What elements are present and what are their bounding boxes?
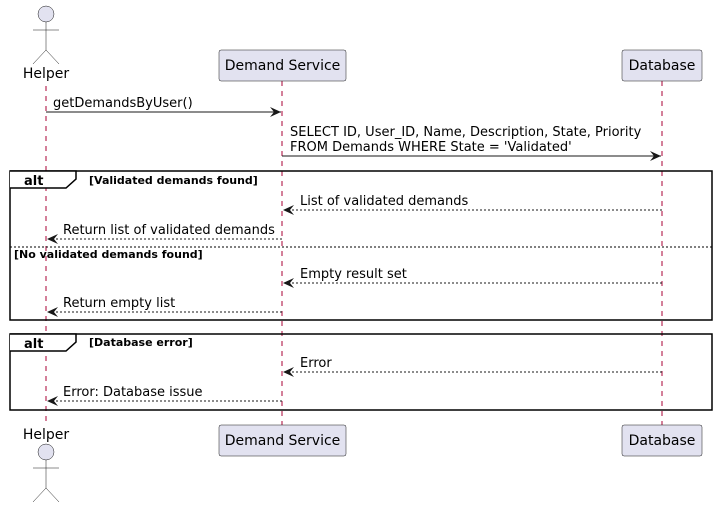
actor-head-icon [37,443,55,461]
database-label-top: Database [629,58,696,74]
message-list-validated-label: List of validated demands [300,194,468,209]
alt-keyword: alt [24,174,43,189]
demand-service-box-bottom: Demand Service [218,424,347,457]
message-sql-line1: SELECT ID, User_ID, Name, Description, S… [290,125,642,140]
alt-keyword-2: alt [24,337,43,352]
message-error-db-issue-label: Error: Database issue [63,385,203,400]
demand-service-label-top: Demand Service [225,58,341,74]
helper-label-bottom: Helper [23,427,70,443]
database-box-bottom: Database [621,424,703,457]
actor-head-icon [37,5,55,23]
alt-guard-validated: [Validated demands found] [89,174,258,187]
helper-actor-top: Helper [23,5,70,82]
helper-label-top: Helper [23,66,70,82]
message-return-empty-label: Return empty list [63,296,175,311]
message-error-label: Error [300,356,332,371]
message-return-list-label: Return list of validated demands [63,223,275,238]
message-sql-line2: FROM Demands WHERE State = 'Validated' [290,140,572,155]
alt-fragment-database-error: alt [Database error] [9,333,713,411]
message-get-demands-label: getDemandsByUser() [53,96,193,111]
message-empty-result-label: Empty result set [300,267,407,282]
alt-fragment-validated: alt [Validated demands found] [9,170,713,321]
alt-guard-no-validated: [No validated demands found] [14,248,203,261]
database-label-bottom: Database [629,433,696,449]
alt-guard-database-error: [Database error] [89,336,193,349]
helper-actor-bottom: Helper [23,427,70,503]
demand-service-box-top: Demand Service [218,49,347,82]
database-box-top: Database [621,49,703,82]
demand-service-label-bottom: Demand Service [225,433,341,449]
